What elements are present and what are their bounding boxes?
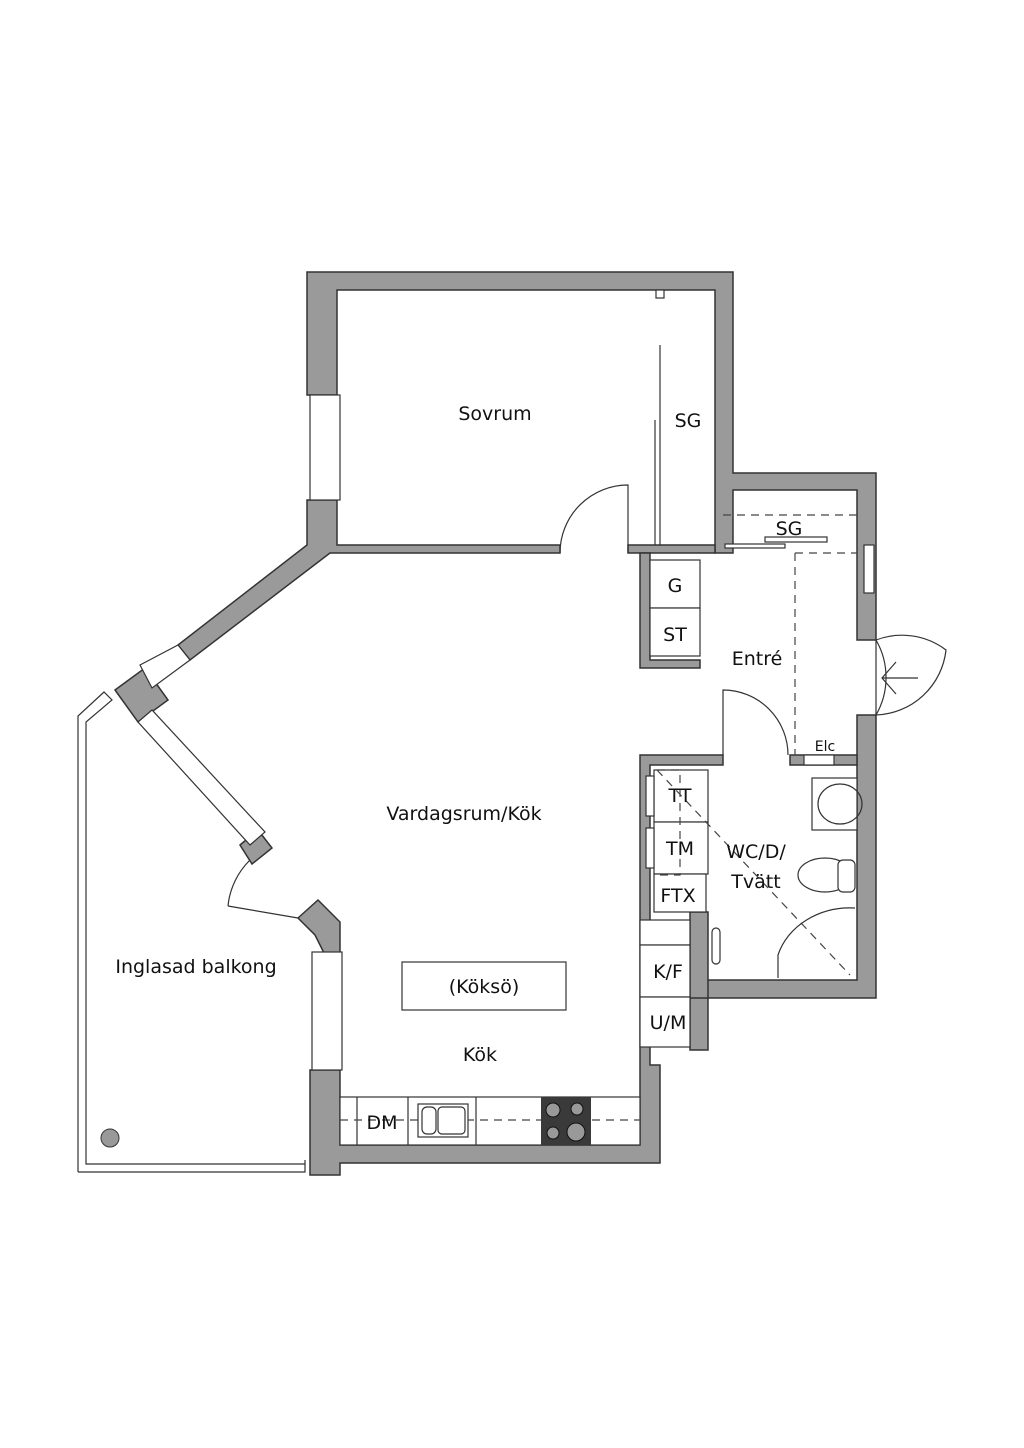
furniture <box>100 289 863 1148</box>
label-sg-bedroom: SG <box>675 410 702 432</box>
door-entry <box>875 639 887 718</box>
label-um: U/M <box>650 1012 687 1034</box>
label-kok: Kök <box>463 1044 497 1066</box>
label-kf: K/F <box>653 961 683 983</box>
label-wc: WC/D/ <box>726 841 786 863</box>
label-ftx: FTX <box>660 885 695 907</box>
door-bedroom <box>559 484 629 554</box>
doors <box>227 484 947 919</box>
label-sg-entre: SG <box>776 518 803 540</box>
label-tm: TM <box>665 838 694 860</box>
label-st: ST <box>663 624 687 646</box>
label-balkong: Inglasad balkong <box>115 956 276 978</box>
label-tt: TT <box>668 785 692 807</box>
window-entre <box>863 544 875 594</box>
window-balcony <box>137 709 266 846</box>
label-sovrum: Sovrum <box>458 403 531 425</box>
label-koksoe: (Köksö) <box>449 976 520 998</box>
label-elc: Elc <box>815 739 835 755</box>
drain-icon <box>100 1128 120 1148</box>
label-vardagsrum: Vardagsrum/Kök <box>386 803 541 825</box>
windows <box>77 394 875 1173</box>
label-dm: DM <box>366 1112 397 1134</box>
label-g: G <box>668 575 683 597</box>
label-tvatt: Tvätt <box>730 871 780 893</box>
door-bathroom <box>722 689 789 756</box>
entry-arrow-icon <box>881 661 918 695</box>
kitchen-island <box>401 961 567 1011</box>
window-kitchen <box>311 951 343 1071</box>
window-diagonal <box>139 644 191 689</box>
room-labels: Sovrum SG SG G ST Entré Elc Vardagsrum/K… <box>115 403 835 1134</box>
label-entre: Entré <box>732 648 783 670</box>
door-balcony <box>227 859 299 919</box>
window-bedroom <box>309 394 341 501</box>
